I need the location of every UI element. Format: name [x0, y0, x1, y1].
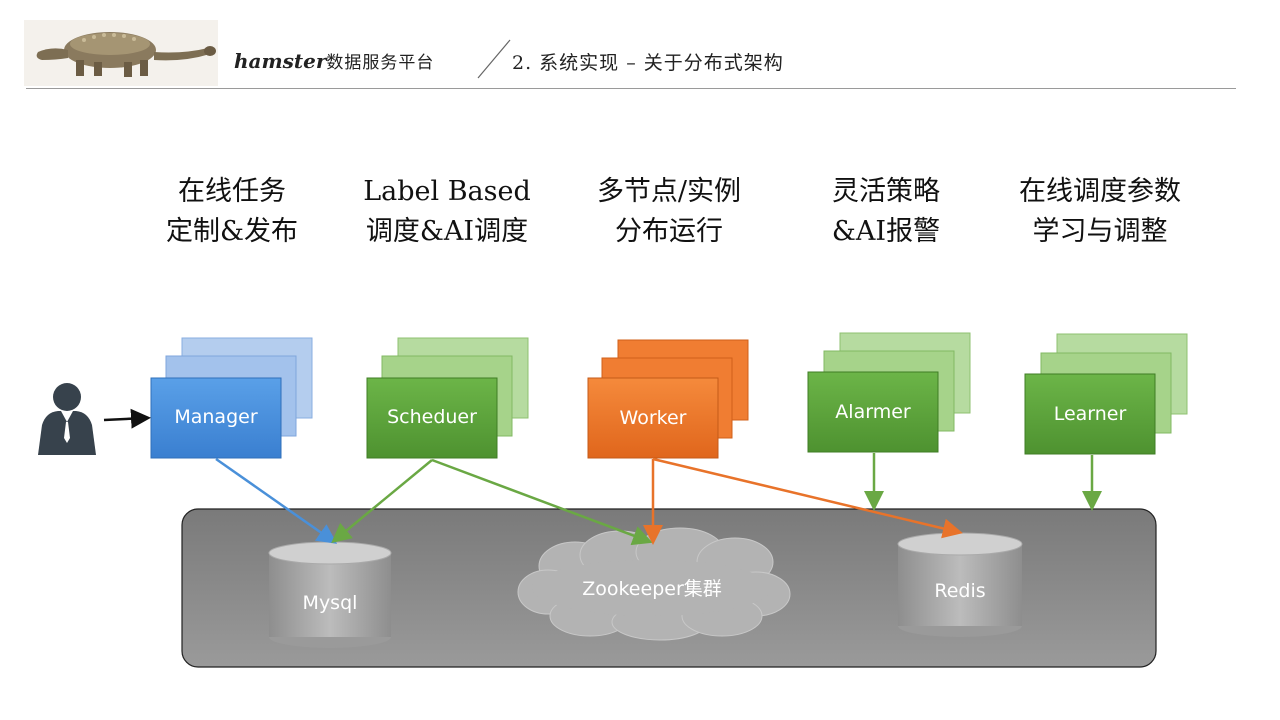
manager-box: [150, 377, 282, 459]
feature-line: 调度&AI调度: [365, 216, 529, 247]
zookeeper-cloud: [517, 527, 791, 641]
worker-box: [587, 377, 719, 459]
redis-label: Redis: [934, 580, 986, 602]
brand-subtitle: 数据服务平台: [326, 53, 435, 73]
scheduler-stack: [366, 337, 529, 459]
feature-alarm: 灵活策略 &AI报警: [776, 172, 996, 252]
feature-param-learning: 在线调度参数 学习与调整: [990, 172, 1210, 252]
feature-line: 定制&发布: [165, 216, 299, 247]
feature-label-scheduling: Label Based 调度&AI调度: [337, 172, 557, 252]
alarmer-box: [807, 371, 939, 453]
scheduler-to-zookeeper-arrow: [431, 458, 653, 546]
feature-line: &AI报警: [831, 216, 941, 247]
header-rule: [26, 88, 1236, 89]
worker-to-redis-arrow: [652, 457, 963, 539]
header-divider: [477, 39, 511, 79]
feature-distributed-run: 多节点/实例 分布运行: [559, 172, 779, 252]
learner-box: [1024, 373, 1156, 455]
worker-stack: [587, 339, 749, 459]
learner-label: Learner: [1053, 403, 1127, 425]
learner-stack: [1024, 333, 1188, 455]
alarmer-stack: [807, 332, 971, 453]
feature-line: 灵活策略: [832, 176, 940, 207]
header-brand: hamster数据服务平台: [234, 48, 434, 73]
feature-line: 在线调度参数: [1019, 176, 1181, 207]
feature-line: 学习与调整: [1032, 216, 1168, 247]
feature-line: 分布运行: [615, 216, 723, 247]
section-title: 2. 系统实现 – 关于分布式架构: [512, 52, 784, 74]
zookeeper-label: Zookeeper集群: [582, 578, 722, 600]
scheduler-to-mysql-arrow: [331, 459, 433, 544]
feature-task-publish: 在线任务 定制&发布: [122, 172, 342, 252]
manager-stack: [150, 337, 313, 459]
redis-cylinder: [897, 532, 1023, 637]
feature-line: 在线任务: [178, 176, 286, 207]
mysql-cylinder: [268, 541, 392, 648]
user-to-manager-arrow: [103, 408, 151, 429]
feature-line: 多节点/实例: [596, 176, 742, 207]
brand-name: hamster: [234, 49, 327, 73]
scheduler-box: [366, 377, 498, 459]
user-icon: [38, 383, 96, 455]
feature-line: Label Based: [363, 176, 531, 207]
worker-label: Worker: [619, 407, 687, 429]
scheduler-label: Scheduer: [387, 406, 477, 428]
mysql-label: Mysql: [302, 592, 358, 614]
ankylosaurus-logo: [24, 20, 218, 86]
manager-label: Manager: [174, 406, 258, 428]
manager-to-mysql-arrow: [215, 457, 338, 544]
alarmer-label: Alarmer: [835, 401, 911, 423]
